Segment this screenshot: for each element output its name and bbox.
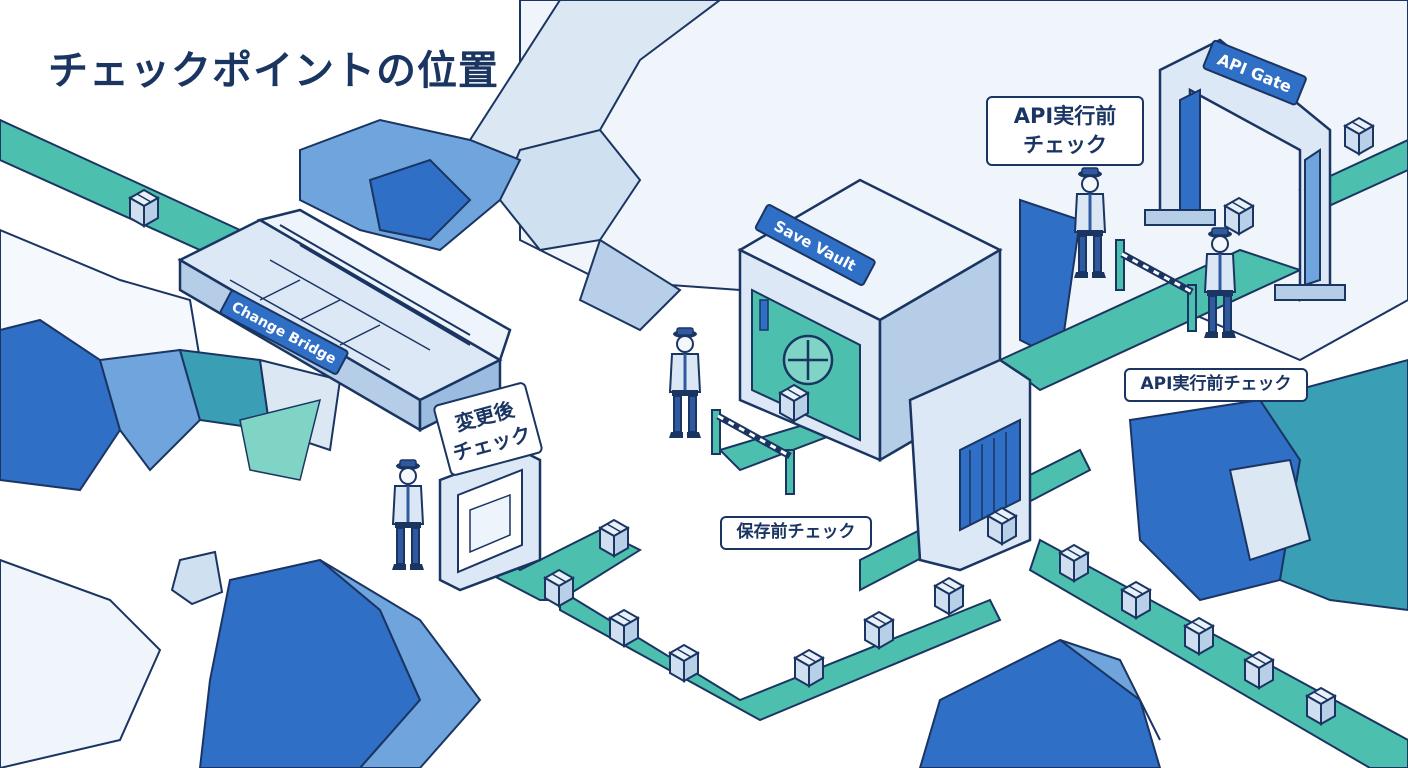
- before-save-check-label: 保存前チェック: [720, 516, 872, 550]
- api-gate: [1144, 38, 1346, 302]
- before-api-check-callout-line2: チェック: [1023, 133, 1107, 157]
- vault-barrier: [711, 409, 795, 495]
- api-barrier: [1115, 239, 1197, 332]
- before-api-check-tag: API実行前チェック: [1124, 368, 1308, 402]
- before-api-check-callout: API実行前 チェック: [986, 96, 1144, 166]
- after-change-gate: [438, 448, 542, 592]
- before-api-check-callout-line1: API実行前: [1013, 104, 1117, 128]
- page-title: チェックポイントの位置: [48, 48, 499, 94]
